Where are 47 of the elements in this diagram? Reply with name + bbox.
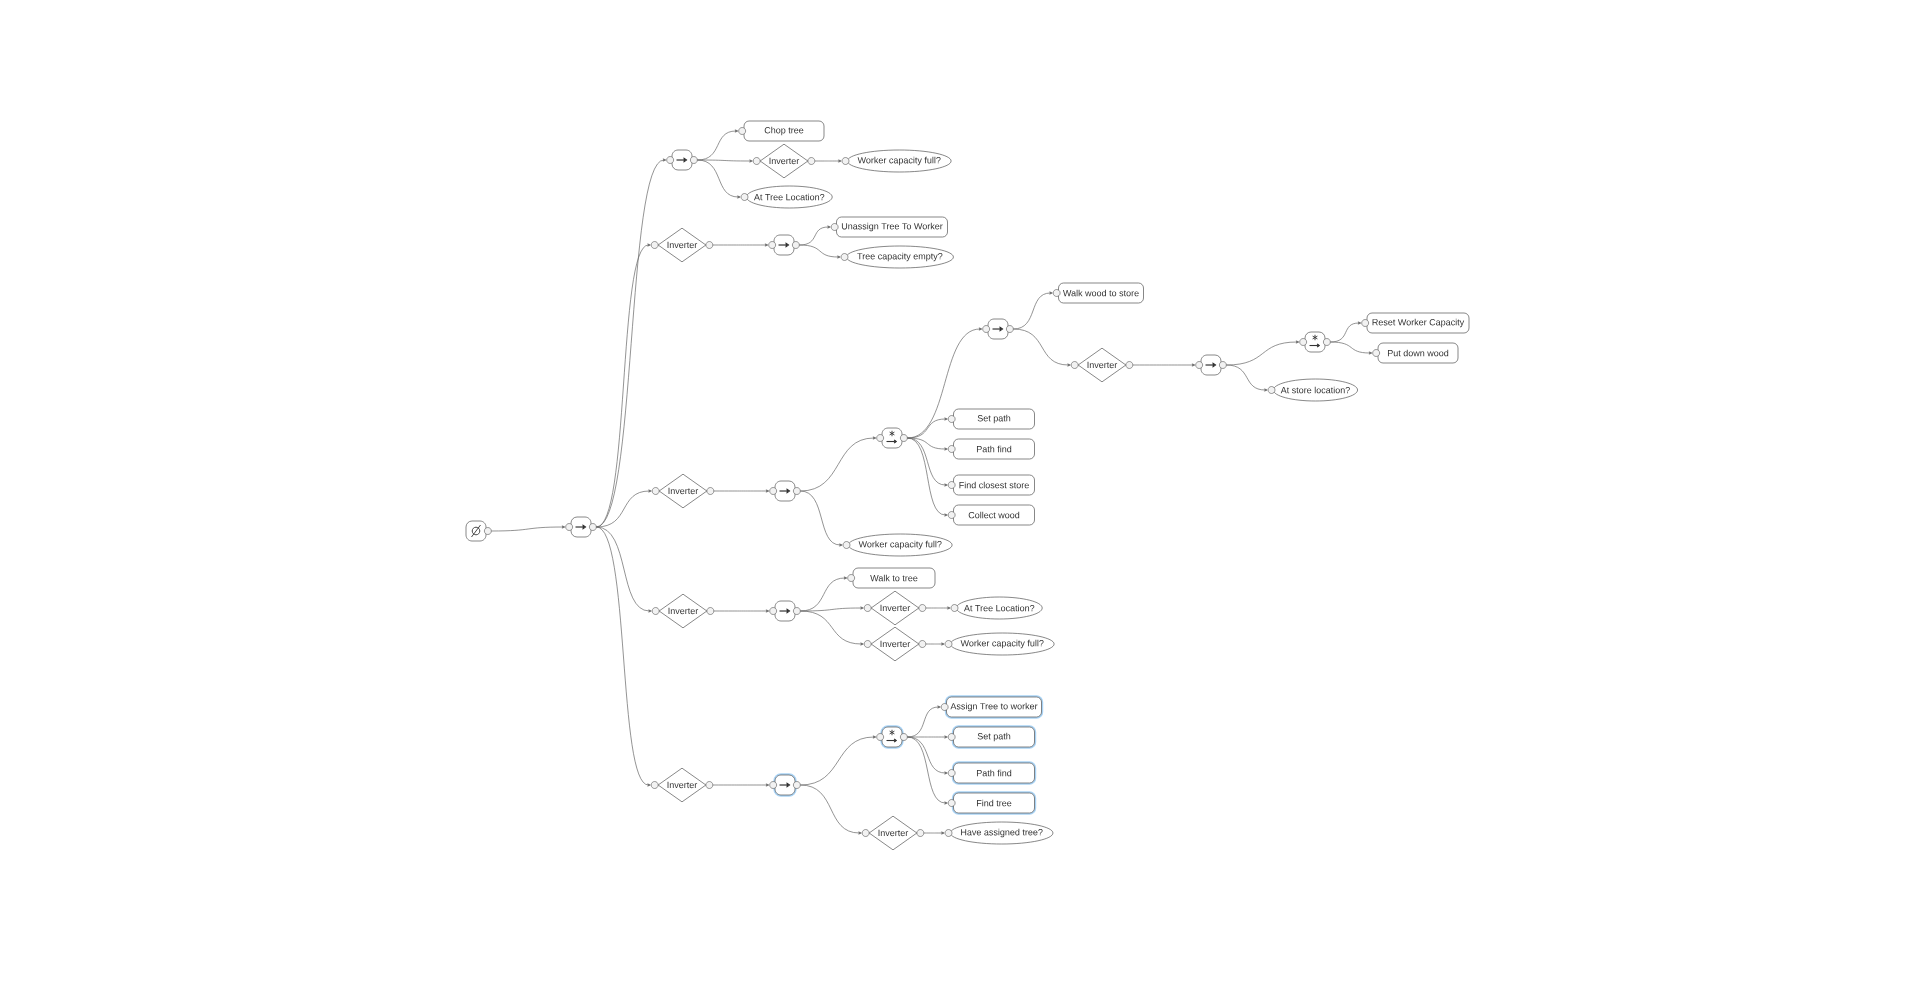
arrow — [907, 735, 948, 739]
arrow — [800, 606, 864, 612]
action-box: Find tree — [951, 791, 1037, 815]
arrow — [1132, 363, 1196, 367]
arrow — [907, 437, 948, 451]
arrow — [907, 736, 948, 775]
arrow — [697, 159, 741, 199]
action-box: Set path — [953, 408, 1035, 430]
action-box: Walk wood to store — [1058, 282, 1144, 304]
action-box: Put down wood — [1377, 342, 1459, 364]
arrow — [596, 489, 652, 528]
arrow — [712, 783, 770, 787]
arrow — [596, 243, 651, 528]
arrow — [713, 609, 770, 613]
arrow — [800, 784, 862, 835]
arrow — [925, 606, 951, 610]
arrow — [713, 489, 770, 493]
arrow — [907, 437, 948, 487]
action-box: Assign Tree to worker — [944, 695, 1044, 719]
action-box: Reset Worker Capacity — [1366, 312, 1470, 334]
arrow — [923, 831, 945, 835]
arrow — [1330, 341, 1373, 355]
arrow — [907, 736, 948, 805]
arrow — [1013, 328, 1071, 367]
arrow — [800, 610, 864, 646]
arrow — [712, 243, 769, 247]
arrow — [1226, 340, 1300, 366]
arrow — [907, 437, 948, 517]
arrow — [596, 526, 652, 613]
arrow — [814, 159, 842, 163]
arrow — [596, 526, 651, 787]
arrow — [800, 735, 877, 786]
action-box: Set path — [951, 725, 1037, 749]
arrow — [799, 244, 841, 259]
arrow — [925, 642, 945, 646]
action-box: Walk to tree — [852, 567, 936, 589]
arrow — [800, 436, 877, 492]
arrow — [1226, 364, 1268, 392]
arrow — [800, 490, 843, 547]
action-box: Path find — [951, 761, 1037, 785]
action-box: Path find — [953, 438, 1035, 460]
arrow — [491, 525, 566, 532]
action-box: Collect wood — [953, 504, 1035, 526]
action-box: Unassign Tree To Worker — [836, 216, 948, 238]
arrow — [697, 159, 753, 163]
action-box: Chop tree — [743, 120, 825, 142]
action-box: Find closest store — [953, 474, 1035, 496]
